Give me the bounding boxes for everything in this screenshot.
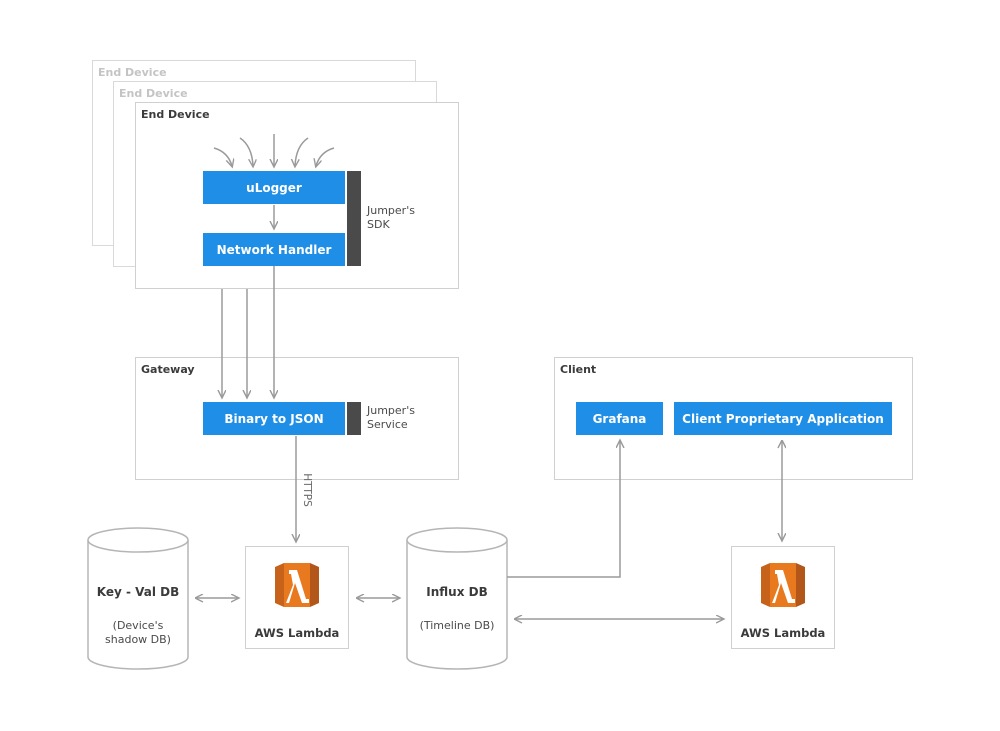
- aws-lambda-client-box: AWS Lambda: [731, 546, 835, 649]
- network-handler-block: Network Handler: [203, 233, 345, 266]
- aws-lambda-main-box: AWS Lambda: [245, 546, 349, 649]
- device-to-gateway-arrows: [222, 266, 274, 397]
- aws-lambda-main-label: AWS Lambda: [254, 626, 340, 640]
- ulogger-block: uLogger: [203, 171, 345, 204]
- gateway-label: Gateway: [141, 363, 195, 376]
- log-input-arrows: [213, 134, 335, 166]
- service-label: Jumper's Service: [367, 404, 415, 431]
- service-bar: [347, 402, 361, 435]
- sdk-label: Jumper's SDK: [367, 204, 415, 231]
- grafana-block: Grafana: [576, 402, 663, 435]
- key-val-db-subtitle: (Device's shadow DB): [105, 619, 171, 646]
- https-label: HTTPS: [301, 473, 313, 507]
- key-val-db-title: Key - Val DB: [96, 585, 180, 599]
- influx-grafana-arrow: [507, 441, 620, 578]
- key-val-db-cylinder: [87, 527, 189, 670]
- end-device-label: End Device: [141, 108, 210, 121]
- influx-db-title: Influx DB: [426, 585, 488, 599]
- end-device-ghost-back-label: End Device: [98, 66, 167, 79]
- aws-lambda-icon: [761, 563, 805, 607]
- client-label: Client: [560, 363, 597, 376]
- aws-lambda-client-label: AWS Lambda: [740, 626, 826, 640]
- binary-to-json-block: Binary to JSON: [203, 402, 345, 435]
- influx-db-cylinder: [406, 527, 508, 670]
- influx-db-subtitle: (Timeline DB): [419, 619, 495, 632]
- sdk-bar: [347, 171, 361, 266]
- client-proprietary-application-block: Client Proprietary Application: [674, 402, 892, 435]
- aws-lambda-icon: [275, 563, 319, 607]
- end-device-ghost-middle-label: End Device: [119, 87, 188, 100]
